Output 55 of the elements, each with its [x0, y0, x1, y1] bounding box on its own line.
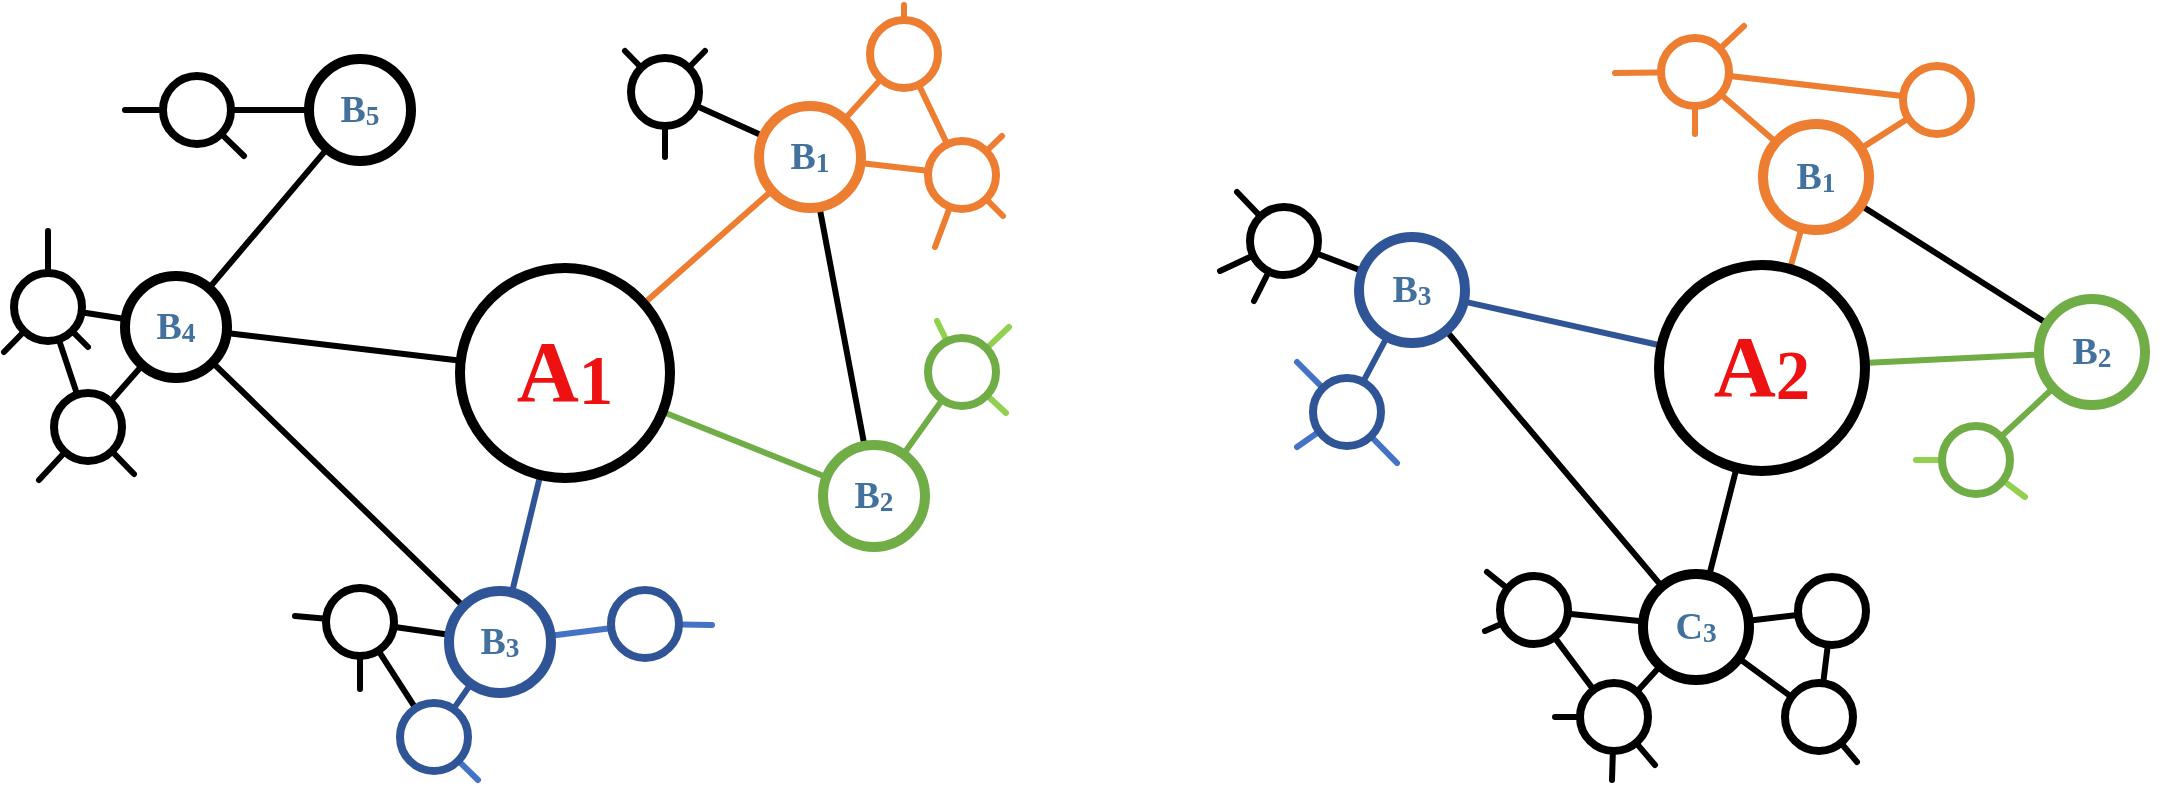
- stub-line: [71, 330, 91, 350]
- node-label: B$_{1}$: [1796, 156, 1836, 198]
- node-label: B$_{3}$: [1392, 269, 1432, 311]
- node-circle: [1309, 374, 1385, 450]
- node-circle: [396, 699, 472, 775]
- connector-line: [109, 365, 143, 403]
- connector-line: [1719, 93, 1776, 143]
- stub-line: [1369, 435, 1400, 466]
- node-circle: [924, 137, 1000, 213]
- node-label: B$_{4}$: [156, 306, 196, 348]
- connector-line: [377, 650, 417, 709]
- stub-line: [1294, 359, 1324, 389]
- connector-line: [1553, 636, 1595, 691]
- stub-line: [110, 450, 137, 477]
- node-label: B$_{2}$: [2072, 331, 2112, 373]
- node-circle: [1246, 203, 1322, 279]
- stub-line: [622, 48, 643, 69]
- stub-line: [985, 324, 1012, 350]
- stub-line: [36, 451, 66, 483]
- node-label: C$_{3}$: [1675, 606, 1717, 648]
- connector-line: [452, 684, 472, 710]
- stub-line: [934, 318, 949, 342]
- connector-line: [212, 362, 464, 607]
- connector-line: [643, 190, 772, 304]
- stub-line: [1234, 189, 1262, 218]
- stub-line: [687, 48, 708, 69]
- node-circle: [50, 389, 126, 465]
- stub-line: [1719, 23, 1747, 50]
- stub-line: [985, 198, 1006, 219]
- stub-line: [1294, 430, 1320, 450]
- connector-line: [1861, 204, 2047, 325]
- stub-line: [220, 132, 247, 159]
- connector-line: [1445, 330, 1663, 587]
- node-circle: [924, 334, 1000, 410]
- stub-line: [1484, 569, 1509, 590]
- stub-line: [1251, 271, 1271, 304]
- node-label: B$_{3}$: [480, 621, 520, 663]
- node-circle: [1576, 679, 1652, 755]
- stub-line: [1635, 742, 1658, 768]
- connector-line: [1635, 666, 1661, 693]
- connector-line: [2000, 387, 2054, 438]
- stub-line: [1, 330, 26, 355]
- stub-line: [2002, 479, 2028, 500]
- node-circle: [10, 269, 86, 345]
- node-circle: [627, 54, 703, 130]
- connector-line: [844, 78, 883, 120]
- stub-line: [457, 759, 481, 783]
- stub-line: [986, 394, 1009, 416]
- connector-line: [208, 148, 328, 289]
- stub-line: [1839, 742, 1860, 765]
- stub-line: [985, 133, 1005, 153]
- node-label: B$_{2}$: [854, 475, 894, 517]
- node-label: B$_{1}$: [790, 136, 830, 178]
- node-label: B$_{5}$: [340, 89, 380, 131]
- stub-line: [1482, 621, 1503, 634]
